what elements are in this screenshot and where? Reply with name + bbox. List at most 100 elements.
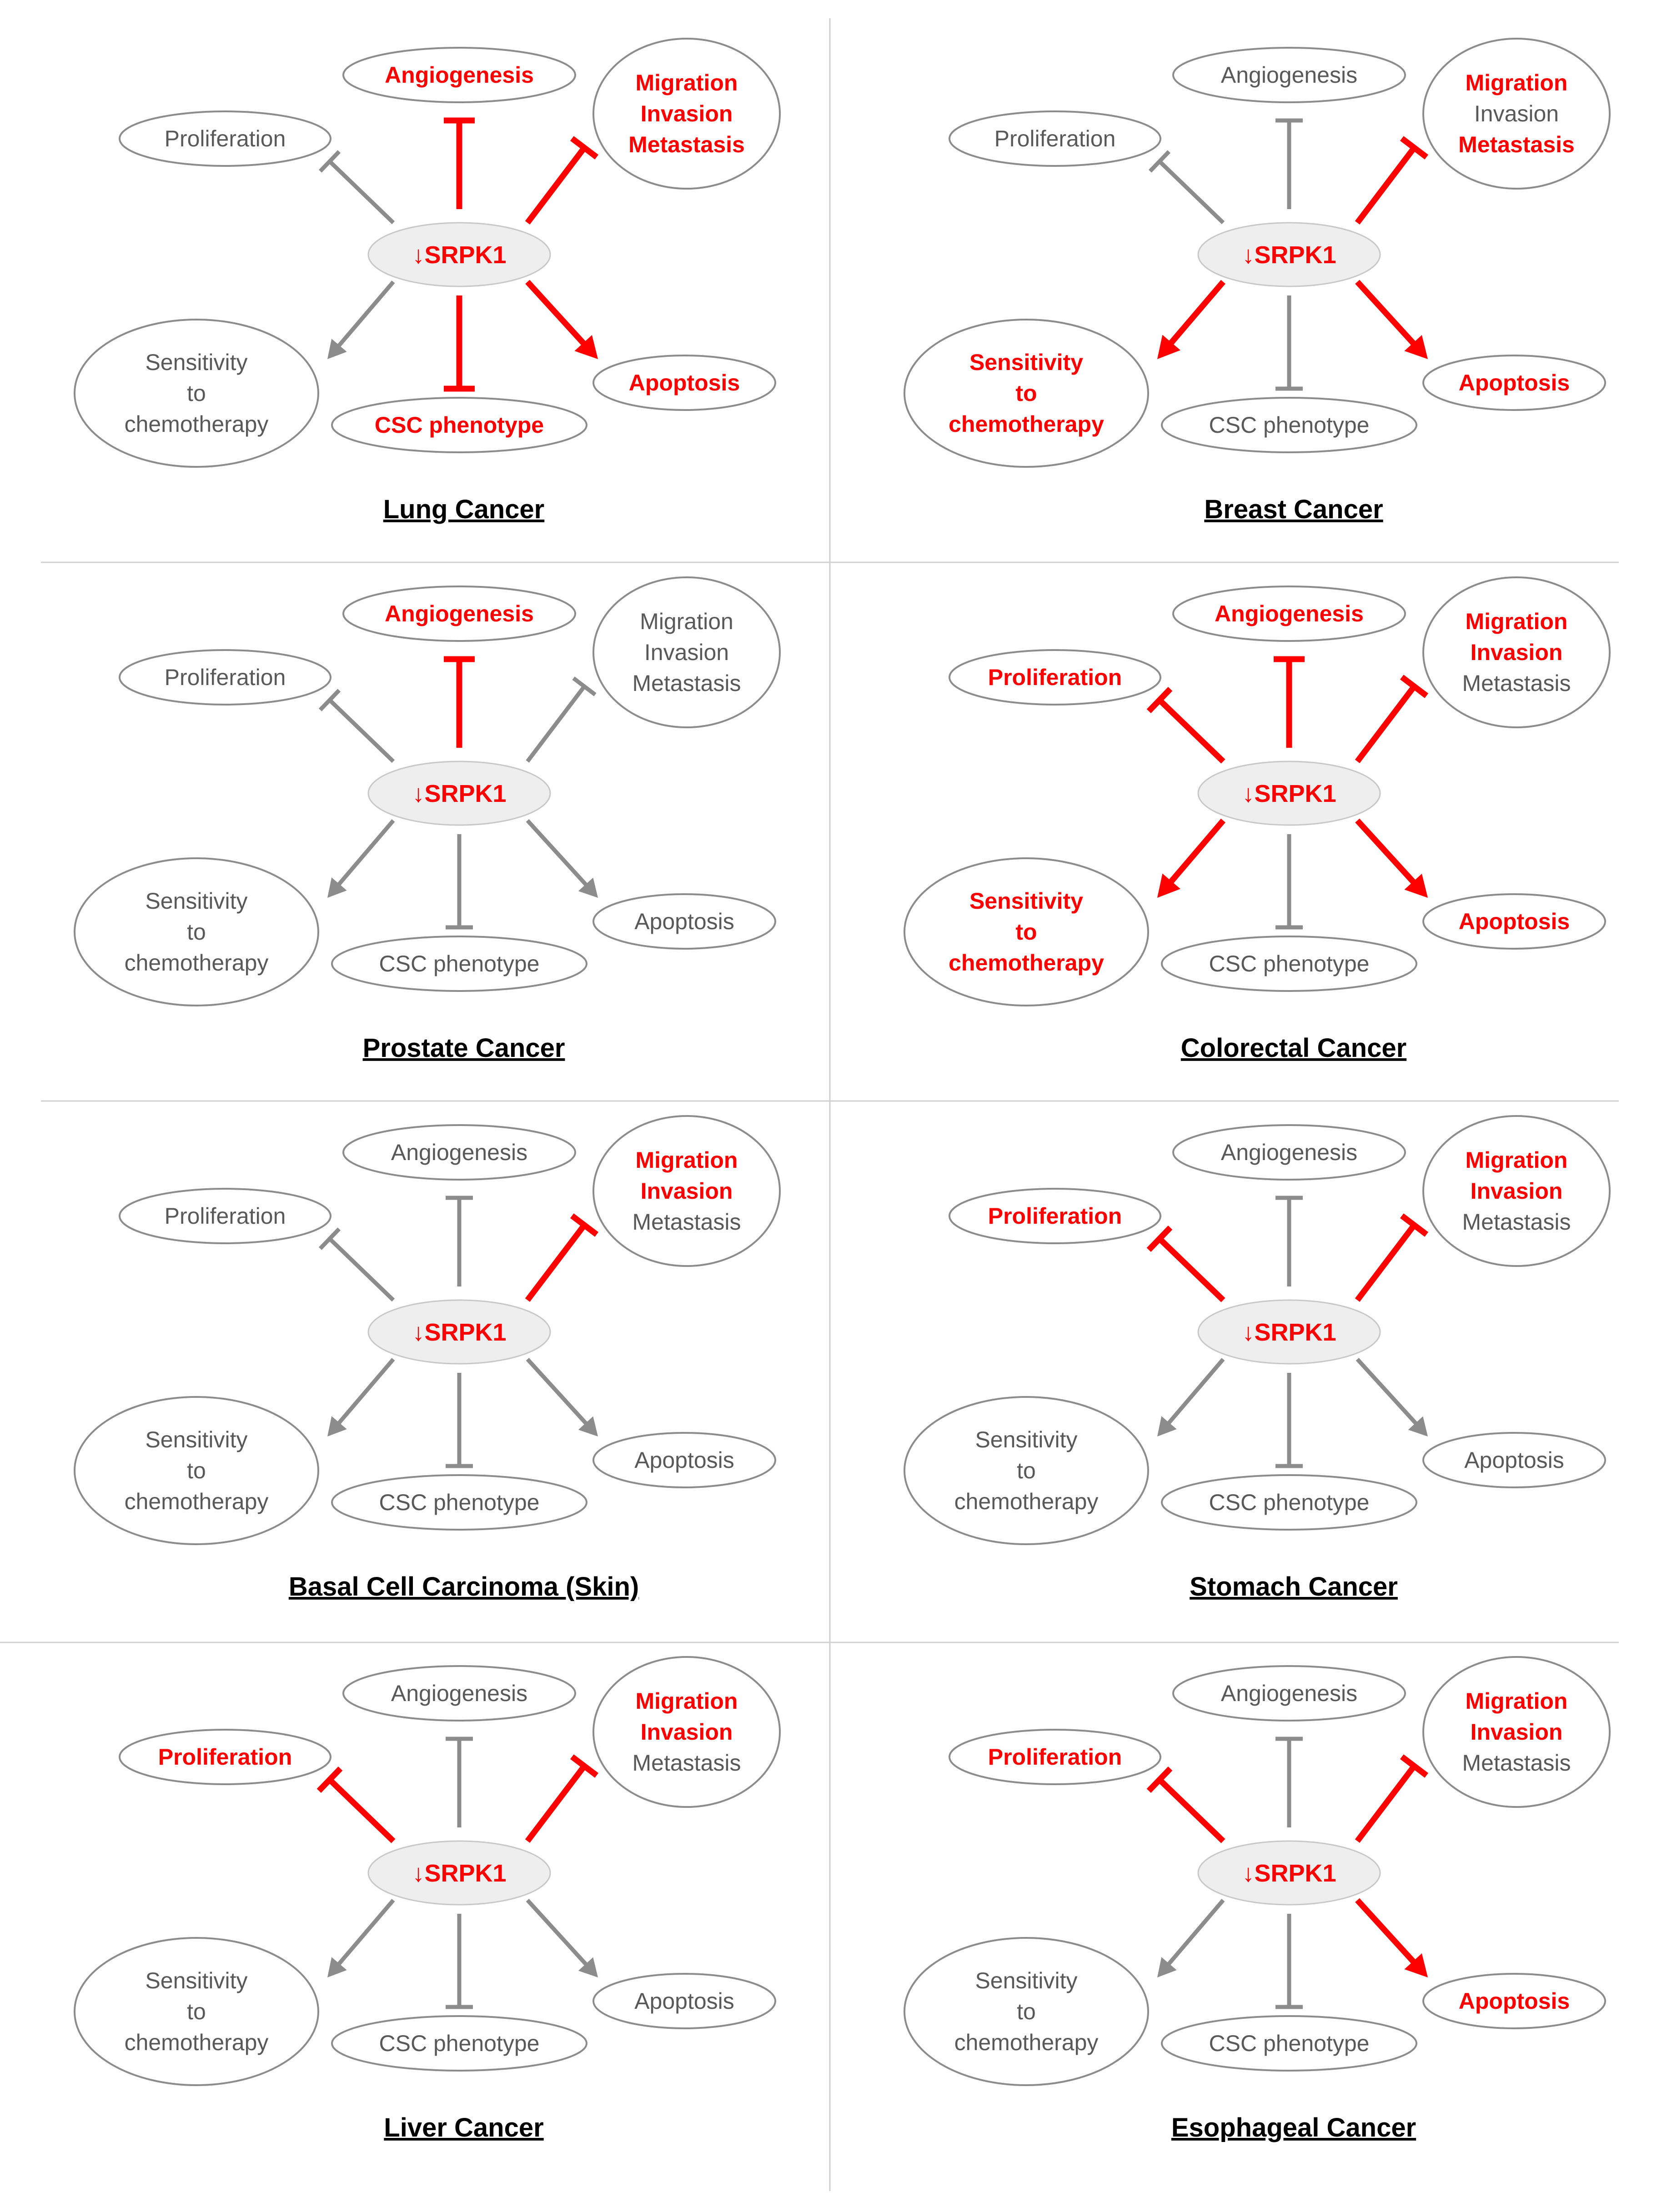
sensitivity-label: to xyxy=(187,380,206,406)
angiogenesis-edge xyxy=(446,1196,473,1286)
srpk1-node: ↓SRPK1 xyxy=(1197,1299,1381,1365)
proliferation-label: Proliferation xyxy=(165,1203,286,1229)
proliferation-label: Proliferation xyxy=(994,126,1116,151)
sensitivity-ellipse xyxy=(904,857,1149,1006)
csc-label: CSC phenotype xyxy=(379,951,539,976)
proliferation-edge xyxy=(318,150,395,225)
proliferation-node: Proliferation xyxy=(949,649,1161,706)
migration-label: Invasion xyxy=(641,1178,733,1204)
sensitivity-edge xyxy=(327,1358,395,1436)
sensitivity-edge xyxy=(327,819,395,898)
sensitivity-ellipse xyxy=(904,1937,1149,2086)
migration-label: Metastasis xyxy=(1462,671,1571,696)
migration-label: Migration xyxy=(1466,1147,1568,1173)
proliferation-inhibit-bar xyxy=(1146,1226,1173,1252)
angiogenesis-edge xyxy=(444,117,475,209)
apoptosis-node: Apoptosis xyxy=(1422,355,1606,411)
apoptosis-node: Apoptosis xyxy=(1422,1432,1606,1488)
panel-4: AngiogenesisProliferationMigrationInvasi… xyxy=(904,576,1611,1063)
apoptosis-edge-line xyxy=(1356,1357,1419,1426)
proliferation-edge-line xyxy=(1157,1236,1225,1302)
migration-label: Migration xyxy=(640,609,733,634)
sensitivity-label: Sensitivity xyxy=(145,350,247,375)
apoptosis-label: Apoptosis xyxy=(1459,909,1570,934)
csc-label: CSC phenotype xyxy=(1209,412,1369,438)
sensitivity-edge xyxy=(327,1899,395,1977)
panel-title: Breast Cancer xyxy=(1204,495,1383,524)
sensitivity-edge xyxy=(1157,1899,1225,1977)
proliferation-edge-line xyxy=(328,698,395,763)
proliferation-label: Proliferation xyxy=(165,126,286,151)
csc-ellipse xyxy=(1161,936,1417,992)
apoptosis-edge xyxy=(526,1898,598,1977)
panel-title: Esophageal Cancer xyxy=(1171,2113,1416,2142)
apoptosis-ellipse xyxy=(1422,1973,1606,2029)
apoptosis-arrowhead xyxy=(1408,1416,1428,1436)
srpk1-label: ↓SRPK1 xyxy=(1242,780,1336,807)
migration-inhibit-bar xyxy=(1400,136,1429,160)
sensitivity-label: chemotherapy xyxy=(949,411,1104,437)
proliferation-ellipse xyxy=(949,110,1161,167)
apoptosis-ellipse xyxy=(592,1973,776,2029)
apoptosis-label: Apoptosis xyxy=(629,370,740,395)
csc-node: CSC phenotype xyxy=(1161,936,1417,992)
proliferation-edge-line xyxy=(1158,160,1225,225)
apoptosis-label: Apoptosis xyxy=(1459,370,1570,395)
angiogenesis-node: Angiogenesis xyxy=(342,1124,576,1181)
panel-title: Colorectal Cancer xyxy=(1181,1033,1406,1063)
apoptosis-edge xyxy=(1355,1898,1428,1977)
panel-title: Stomach Cancer xyxy=(1190,1572,1398,1601)
panel-1: AngiogenesisProliferationMigrationInvasi… xyxy=(74,38,781,524)
sensitivity-label: Sensitivity xyxy=(145,888,247,914)
migration-label: Invasion xyxy=(1471,640,1563,665)
proliferation-ellipse xyxy=(119,1729,331,1785)
csc-node: CSC phenotype xyxy=(1161,2015,1417,2072)
csc-node: CSC phenotype xyxy=(1161,1474,1417,1531)
csc-ellipse xyxy=(331,2015,587,2072)
angiogenesis-node: Angiogenesis xyxy=(1172,1665,1406,1722)
sensitivity-label: Sensitivity xyxy=(145,1968,247,1993)
apoptosis-edge xyxy=(526,819,598,898)
proliferation-edge xyxy=(1148,150,1225,225)
angiogenesis-ellipse xyxy=(342,1665,576,1722)
sensitivity-label: to xyxy=(187,1999,206,2024)
srpk1-label: ↓SRPK1 xyxy=(412,1319,506,1346)
sensitivity-edge-line xyxy=(336,280,395,348)
sensitivity-arrowhead xyxy=(327,1957,347,1977)
apoptosis-arrowhead xyxy=(1404,335,1428,359)
migration-inhibit-bar xyxy=(570,1213,599,1237)
srpk1-ellipse xyxy=(367,761,551,826)
sensitivity-edge-line xyxy=(336,1358,395,1426)
sensitivity-label: to xyxy=(187,919,206,945)
sensitivity-ellipse xyxy=(74,1937,319,2086)
angiogenesis-node: Angiogenesis xyxy=(1172,1124,1406,1181)
apoptosis-node: Apoptosis xyxy=(592,1973,776,2029)
migration-edge xyxy=(525,1754,599,1843)
apoptosis-label: Apoptosis xyxy=(634,909,734,934)
migration-inhibit-bar xyxy=(570,136,599,160)
sensitivity-edge-line xyxy=(1168,818,1225,885)
sensitivity-label: Sensitivity xyxy=(969,350,1083,375)
migration-label: Metastasis xyxy=(633,1750,741,1776)
migration-label: Migration xyxy=(636,70,738,95)
proliferation-ellipse xyxy=(949,1729,1161,1785)
apoptosis-ellipse xyxy=(1422,355,1606,411)
sensitivity-arrowhead xyxy=(1157,873,1180,898)
migration-edge-line xyxy=(526,685,586,763)
proliferation-edge-line xyxy=(1157,698,1225,764)
csc-node: CSC phenotype xyxy=(1161,397,1417,453)
apoptosis-arrowhead xyxy=(1404,874,1428,898)
apoptosis-node: Apoptosis xyxy=(592,893,776,950)
sensitivity-edge-line xyxy=(336,1899,395,1967)
sensitivity-edge-line xyxy=(1166,1899,1225,1967)
csc-ellipse xyxy=(331,1474,587,1531)
migration-label: Metastasis xyxy=(628,132,745,157)
proliferation-edge-line xyxy=(328,1237,395,1302)
proliferation-edge xyxy=(316,1767,396,1843)
srpk1-ellipse xyxy=(367,1840,551,1906)
migration-ellipse xyxy=(592,576,781,728)
proliferation-label: Proliferation xyxy=(988,1744,1122,1770)
